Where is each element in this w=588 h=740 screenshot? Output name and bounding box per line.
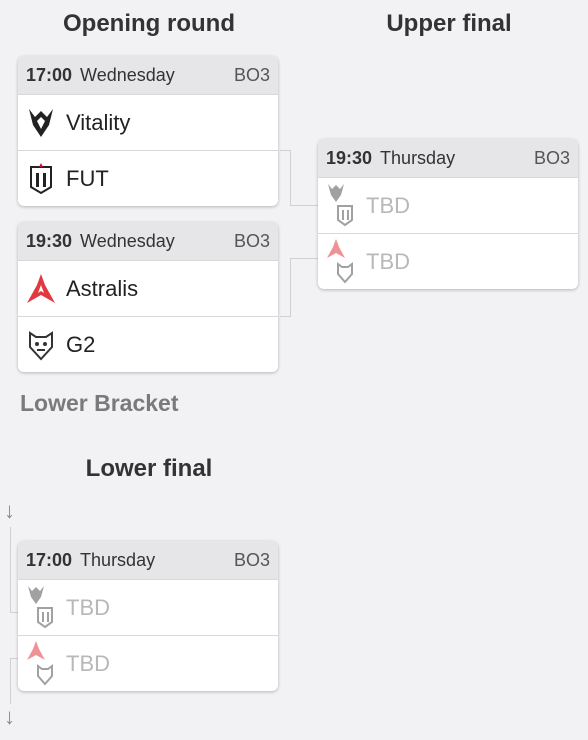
match-day: Wednesday <box>80 64 175 85</box>
match-time: 17:00 <box>26 549 73 570</box>
vitality-logo-icon <box>26 103 56 143</box>
lower-bracket-heading: Lower Bracket <box>20 390 179 416</box>
match-format: BO3 <box>533 147 570 168</box>
round-title-lower-final: Lower final <box>85 455 213 482</box>
team-name: TBD <box>66 594 110 620</box>
bracket-connector-1b <box>290 205 318 206</box>
vitality-fut-logo-icon <box>26 585 56 628</box>
bracket-connector-1 <box>280 150 291 206</box>
match-time: 17:00 <box>26 64 73 85</box>
match-card-upper-final[interactable]: 19:30 Thursday BO3 TBD TBD <box>318 139 578 289</box>
team-row-vitality[interactable]: Vitality <box>18 94 278 150</box>
arrow-down-icon: ↓ <box>4 704 15 729</box>
match-card-opening-1[interactable]: 17:00 Wednesday BO3 Vitality FUT <box>18 56 278 206</box>
team-row-fut[interactable]: FUT <box>18 150 278 206</box>
match-header: 19:30 Wednesday BO3 <box>18 222 278 260</box>
bracket-connector-2b <box>290 258 318 259</box>
match-time: 19:30 <box>26 230 73 251</box>
lower-connector-top <box>10 527 19 613</box>
match-header: 19:30 Thursday BO3 <box>318 139 578 177</box>
team-name: TBD <box>366 248 410 274</box>
match-format: BO3 <box>233 64 270 85</box>
match-card-opening-2[interactable]: 19:30 Wednesday BO3 Astralis G2 <box>18 222 278 372</box>
round-title-opening: Opening round <box>63 10 235 37</box>
g2-logo-icon <box>26 325 56 365</box>
match-format: BO3 <box>233 549 270 570</box>
team-name: TBD <box>66 650 110 676</box>
astralis-logo-icon <box>26 269 56 309</box>
team-row-tbd-2[interactable]: TBD <box>18 635 278 691</box>
match-day: Wednesday <box>80 230 175 251</box>
match-day: Thursday <box>380 147 456 168</box>
team-name: G2 <box>66 331 96 357</box>
lower-connector-bottom <box>10 658 19 704</box>
vitality-fut-logo-icon <box>326 183 356 226</box>
team-row-tbd-2[interactable]: TBD <box>318 233 578 289</box>
team-row-g2[interactable]: G2 <box>18 316 278 372</box>
bracket-connector-2 <box>280 258 291 317</box>
match-card-lower-final[interactable]: 17:00 Thursday BO3 TBD TBD <box>18 541 278 691</box>
astralis-g2-logo-icon <box>26 640 56 686</box>
match-time: 19:30 <box>326 147 373 168</box>
team-row-astralis[interactable]: Astralis <box>18 260 278 316</box>
team-name: FUT <box>66 165 109 191</box>
team-row-tbd-1[interactable]: TBD <box>18 579 278 635</box>
match-day: Thursday <box>80 549 156 570</box>
astralis-g2-logo-icon <box>326 238 356 284</box>
team-row-tbd-1[interactable]: TBD <box>318 177 578 233</box>
team-name: TBD <box>366 192 410 218</box>
team-name: Vitality <box>66 109 131 135</box>
arrow-down-icon: ↓ <box>4 498 15 523</box>
round-title-upper-final: Upper final <box>386 10 512 37</box>
fut-logo-icon <box>26 159 56 199</box>
match-format: BO3 <box>233 230 270 251</box>
match-header: 17:00 Wednesday BO3 <box>18 56 278 94</box>
team-name: Astralis <box>66 275 139 301</box>
match-header: 17:00 Thursday BO3 <box>18 541 278 579</box>
